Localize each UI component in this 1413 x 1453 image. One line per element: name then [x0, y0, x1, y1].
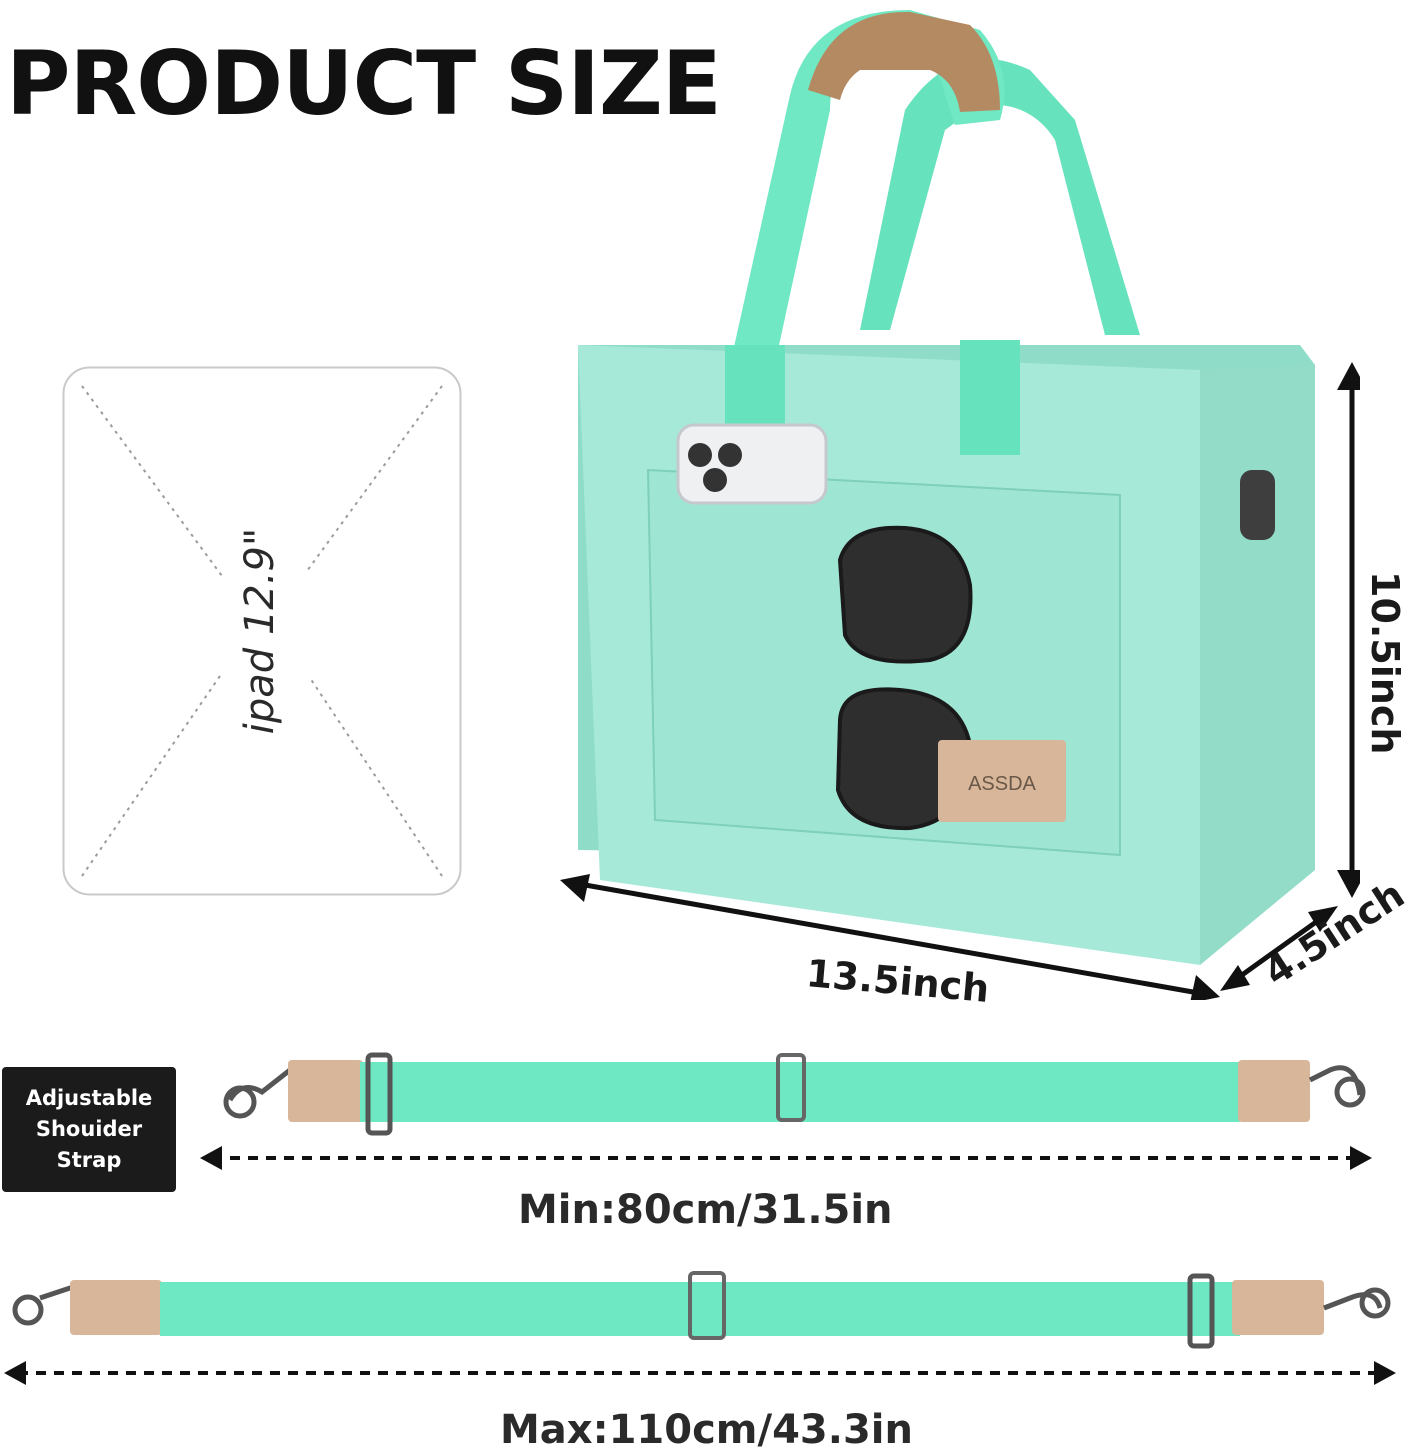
- strap-min-illustration: [200, 1052, 1372, 1170]
- tote-bag-illustration: ASSDA: [560, 10, 1360, 1000]
- ipad-label: ipad 12.9": [237, 528, 283, 735]
- strap-badge-line1: Adjustable: [25, 1086, 153, 1110]
- brand-tag-text: ASSDA: [968, 773, 1036, 795]
- depth-arrow: [1226, 909, 1332, 988]
- strap-max-length: Max:110cm/43.3in: [500, 1407, 913, 1453]
- strap-min-length: Min:80cm/31.5in: [518, 1187, 893, 1233]
- width-arrow: [567, 879, 1211, 998]
- page-title: PRODUCT SIZE: [6, 32, 722, 135]
- front-handle: [720, 10, 1005, 410]
- strap-badge-line3: Strap: [56, 1148, 122, 1172]
- back-handle: [860, 58, 1140, 335]
- strap-badge: Adjustable Shouider Strap: [2, 1067, 176, 1192]
- strap-max-illustration: [4, 1271, 1396, 1385]
- ipad-outline: ipad 12.9": [62, 366, 462, 896]
- strap-badge-line2: Shouider: [35, 1117, 143, 1141]
- height-dimension-label: 10.5inch: [1363, 571, 1407, 755]
